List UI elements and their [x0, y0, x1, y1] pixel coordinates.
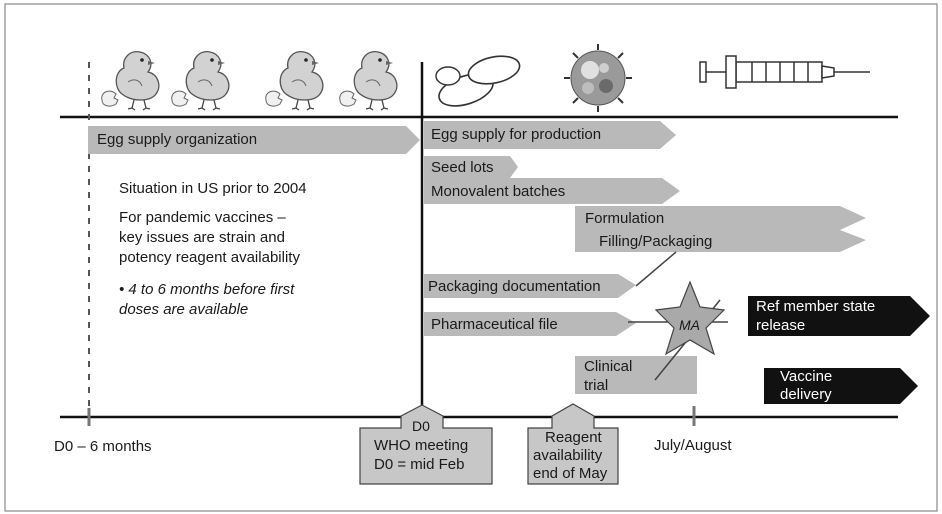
chick-icon [265, 51, 324, 111]
bar-egg-supply-production [424, 121, 676, 149]
reagent-callout [527, 403, 619, 485]
vaccine-delivery-label-2: delivery [780, 386, 832, 403]
who-meeting-callout [359, 404, 493, 485]
chick-icon [171, 51, 230, 111]
seed-lots-label: Seed lots [431, 159, 494, 176]
filling-packaging-label: Filling/Packaging [599, 233, 713, 250]
timeline-start-label: D0 – 6 months [54, 438, 152, 455]
bar-filling-packaging [575, 230, 866, 252]
reagent-label-2: availability [533, 447, 603, 464]
d0-tab-label: D0 [412, 418, 430, 434]
ref-release-label-1: Ref member state [756, 298, 876, 315]
timeline-july-label: July/August [654, 437, 732, 454]
bar-monovalent-batches [424, 178, 680, 204]
reagent-label-1: Reagent [545, 429, 602, 446]
clinical-trial-label-2: trial [584, 377, 609, 394]
packaging-documentation-label: Packaging documentation [428, 278, 601, 295]
bar-pharmaceutical-file [424, 312, 636, 336]
reagent-label-3: end of May [533, 465, 608, 482]
bar-seed-lots [424, 156, 518, 178]
bar-formulation [575, 206, 866, 230]
clinical-trial-label-1: Clinical [584, 358, 633, 375]
note-pandemic-3: potency reagent availability [119, 249, 300, 266]
vaccine-delivery-box [764, 368, 918, 404]
egg-supply-organization-label: Egg supply organization [97, 131, 258, 148]
who-label-1: WHO meeting [374, 437, 469, 454]
vaccine-delivery-label-1: Vaccine [780, 368, 833, 385]
bar-egg-supply-organization [88, 126, 420, 154]
chick-icon [101, 51, 160, 111]
note-months-1: • 4 to 6 months before first [119, 281, 295, 298]
monovalent-batches-label: Monovalent batches [431, 183, 566, 200]
note-months-2: doses are available [119, 301, 249, 318]
ma-label: MA [679, 317, 700, 333]
chick-icon [339, 51, 398, 111]
who-label-2: D0 = mid Feb [374, 456, 465, 473]
bar-packaging-documentation [424, 274, 636, 298]
note-pandemic-2: key issues are strain and [119, 229, 285, 246]
formulation-label: Formulation [585, 210, 665, 227]
pharmaceutical-file-label: Pharmaceutical file [431, 316, 558, 333]
ma-star [654, 280, 726, 356]
ref-release-label-2: release [756, 317, 806, 334]
note-situation: Situation in US prior to 2004 [119, 180, 307, 197]
note-pandemic-1: For pandemic vaccines – [119, 209, 286, 226]
bar-clinical-trial [575, 356, 697, 394]
syringe-icon [699, 55, 870, 89]
virus-icon [564, 44, 632, 112]
egg-icon [435, 55, 521, 107]
ref-release-box [748, 296, 930, 336]
egg-supply-production-label: Egg supply for production [431, 126, 602, 143]
